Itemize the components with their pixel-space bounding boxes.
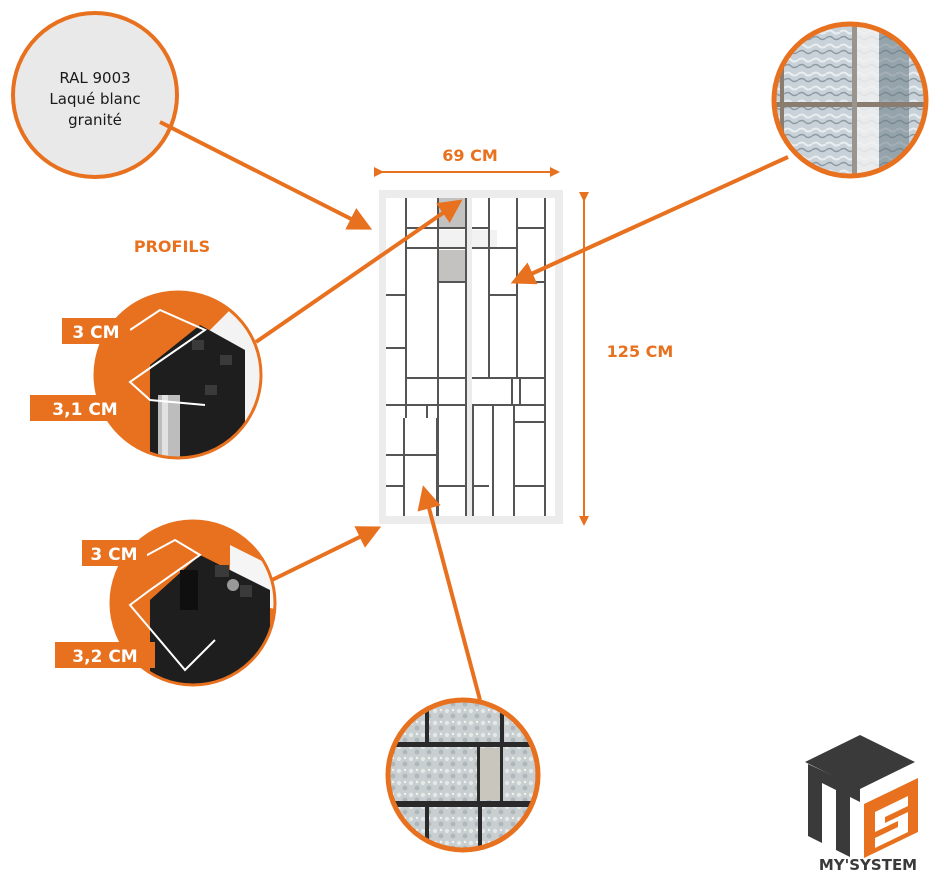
height-label: 125 CM [607, 342, 674, 361]
profile-top-width-badge [30, 395, 140, 421]
finish-arrow [159, 120, 373, 230]
profile-top-depth-badge [62, 318, 130, 344]
profile-bottom-depth-badge [82, 540, 147, 566]
profile-bottom-width-badge [55, 642, 155, 668]
profile-bottom-width-label: 3,2 CM [72, 647, 137, 667]
brand-logo: MY'SYSTEM [805, 735, 918, 873]
width-label: 69 CM [442, 146, 498, 165]
top-right-detail [771, 21, 929, 179]
lead-lines [386, 198, 546, 516]
detail-circle-bottom [385, 697, 541, 853]
profiles-title: PROFILS [134, 237, 210, 256]
logo-s-face [864, 778, 918, 858]
window-panel [379, 190, 563, 524]
finish-line3: granité [68, 111, 122, 129]
profile-top-arrow [254, 199, 463, 344]
logo-m-face [808, 764, 860, 857]
finish-circle [11, 11, 179, 179]
tinted-tile [438, 250, 466, 282]
brand-name: MY'SYSTEM [819, 856, 917, 873]
glass-arrow-top [510, 155, 789, 285]
profile-bottom-arrow [271, 526, 382, 582]
finish-line1: RAL 9003 [59, 69, 130, 87]
light-tile [472, 230, 497, 248]
profile-top-width-label: 3,1 CM [52, 400, 117, 420]
light-tile [438, 230, 466, 248]
logo-s-glyph [875, 796, 908, 848]
detail-circle-top-right [771, 21, 929, 179]
profile-bottom-depth-label: 3 CM [90, 545, 137, 565]
profile-top-depth-label: 3 CM [72, 323, 119, 343]
glass-arrow-bottom [417, 485, 482, 701]
profile-bottom: 3 CM 3,2 CM [55, 519, 277, 687]
finish-callout: RAL 9003 Laqué blanc granité [11, 11, 179, 179]
profile-top: 3 CM 3,1 CM [30, 290, 263, 460]
finish-line2: Laqué blanc [49, 90, 140, 108]
bottom-center-detail [385, 697, 541, 853]
